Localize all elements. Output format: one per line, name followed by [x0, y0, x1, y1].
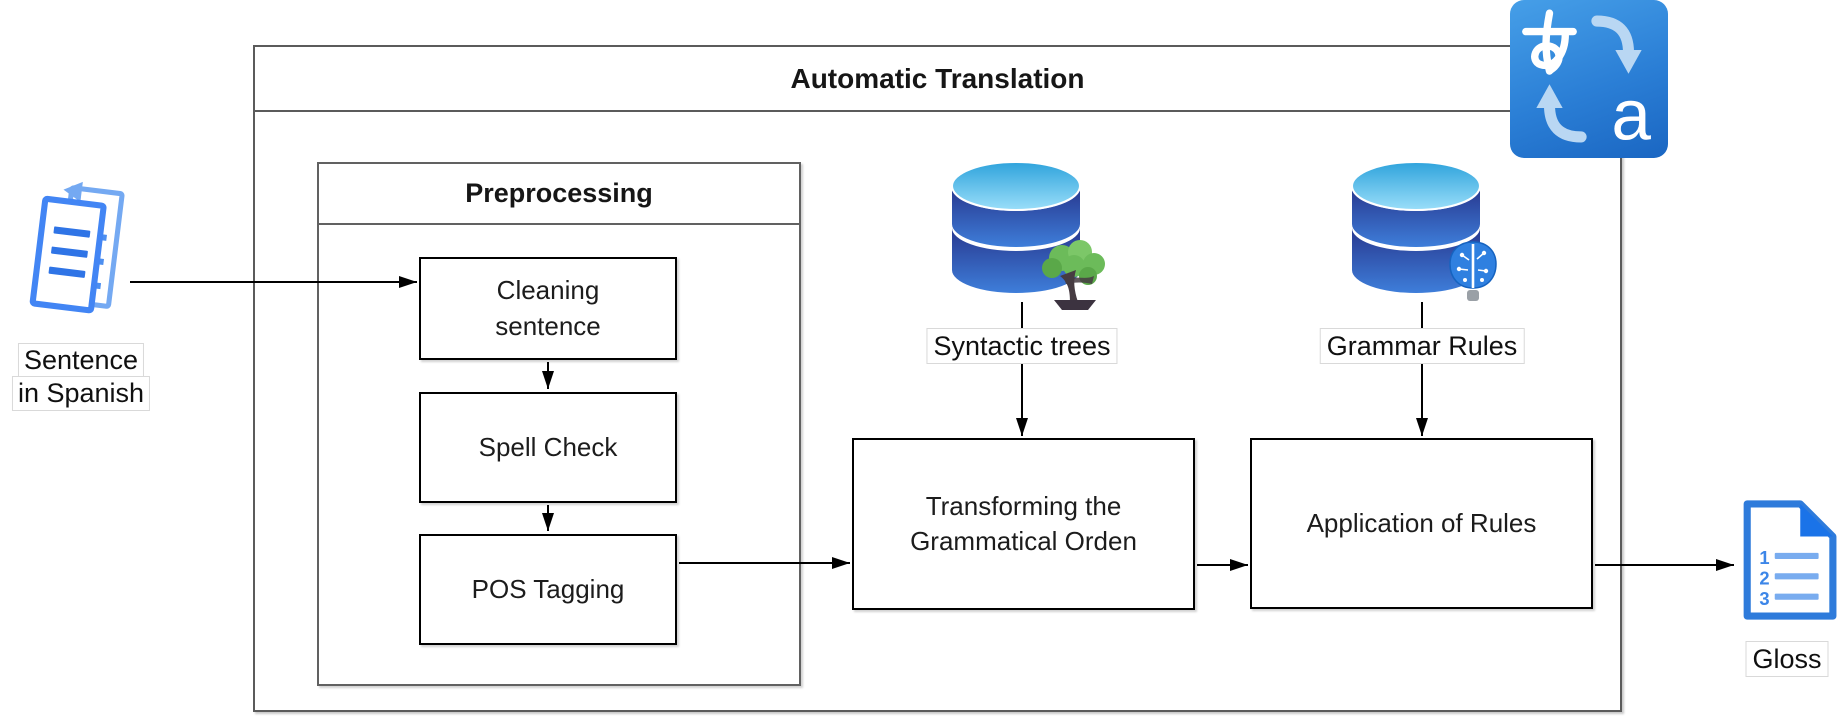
step-spell-check-label: Spell Check: [478, 431, 618, 462]
database-syntactic-trees: [948, 158, 1105, 310]
swap-arrows-icon: [1536, 15, 1642, 143]
preprocessing-title: Preprocessing: [319, 164, 799, 225]
digital-brain-icon: [1449, 241, 1497, 301]
translation-icon-glyphs: a: [1522, 9, 1651, 156]
svg-text:3: 3: [1759, 588, 1769, 609]
label-sentence-line1: Sentence: [17, 343, 145, 378]
label-sentence-line2: in Spanish: [11, 376, 151, 411]
svg-text:2: 2: [1759, 567, 1769, 588]
step-cleaning-sentence-label: Cleaning sentence: [495, 275, 601, 341]
svg-text:1: 1: [1759, 547, 1769, 568]
step-spell-check: Spell Check: [419, 392, 677, 503]
numbered-document-icon: 1 2 3: [1743, 500, 1837, 620]
process-transforming-label: Transforming the Grammatical Orden: [910, 490, 1137, 556]
label-gloss: Gloss: [1745, 641, 1829, 678]
translation-icon: a: [1510, 0, 1668, 158]
bonsai-tree-icon: [1042, 240, 1105, 310]
label-sentence-in-spanish: Sentence in Spanish: [11, 343, 151, 411]
document-pages-icon: [29, 181, 125, 314]
latin-a-glyph: a: [1611, 77, 1651, 156]
process-application-label: Application of Rules: [1306, 507, 1537, 538]
process-transforming-grammatical-orden: Transforming the Grammatical Orden: [852, 438, 1195, 610]
database-grammar-rules: [1348, 158, 1497, 308]
process-application-of-rules: Application of Rules: [1250, 438, 1593, 609]
label-syntactic-trees: Syntactic trees: [926, 328, 1118, 365]
diagram-title: Automatic Translation: [255, 47, 1620, 112]
label-grammar-rules: Grammar Rules: [1319, 328, 1525, 365]
step-pos-tagging: POS Tagging: [419, 534, 677, 645]
step-cleaning-sentence: Cleaning sentence: [419, 257, 677, 360]
hiragana-a-icon: [1522, 9, 1577, 75]
database-icon: [1351, 161, 1481, 293]
step-pos-tagging-label: POS Tagging: [471, 573, 625, 604]
